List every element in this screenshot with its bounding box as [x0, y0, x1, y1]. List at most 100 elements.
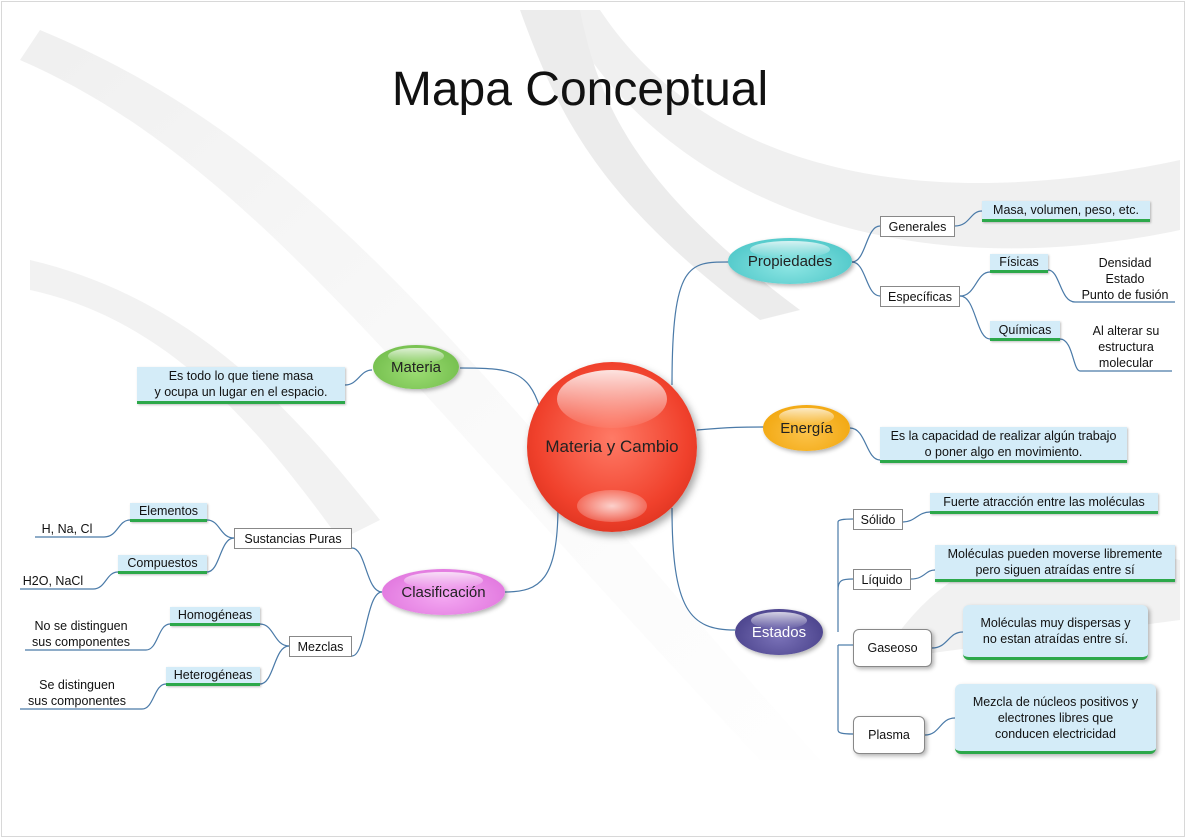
link-center-estados: [671, 507, 736, 631]
link-center-materia: [459, 367, 541, 409]
homogeneas-description-line: No se distinguen: [34, 618, 128, 633]
link-mezclas-homogeneas: [259, 623, 290, 647]
link-quimicas-items: [1059, 338, 1172, 372]
heterogeneas-description-line: sus componentes: [28, 693, 126, 708]
materia-definition-line: Es todo lo que tiene masa: [168, 369, 314, 383]
node-elementos[interactable]: Elementos: [130, 503, 207, 522]
gaseoso-description-line: no estan atraídas entre sí.: [982, 632, 1129, 646]
link-especificas-branch: [959, 271, 991, 297]
node-heterogeneas-label: Heterogéneas: [173, 668, 253, 682]
plasma-description-line: conducen electricidad: [995, 726, 1116, 741]
node-mezclas-label: Mezclas: [297, 639, 344, 654]
materia-definition-line: y ocupa un lugar en el espacio.: [154, 385, 328, 399]
link-center-energia: [696, 426, 766, 431]
plasma-description-line: electrones libres que: [997, 710, 1114, 725]
solido-description-text: Fuerte atracción entre las moléculas: [943, 495, 1145, 509]
node-quimicas-label: Químicas: [998, 322, 1052, 337]
page-title: Mapa Conceptual: [391, 63, 769, 116]
link-clas-sustancias: [351, 547, 383, 593]
link-homogeneas-desc: [25, 623, 171, 651]
elementos-examples: H, Na, Cl: [35, 520, 99, 537]
link-center-clasificacion: [504, 504, 559, 593]
link-heterogeneas-desc: [20, 683, 167, 710]
solido-description[interactable]: Fuerte atracción entre las moléculas: [930, 493, 1158, 514]
heterogeneas-description-line: Se distinguen: [39, 677, 115, 692]
central-topic-label: Materia y Cambio: [545, 437, 679, 456]
node-heterogeneas[interactable]: Heterogéneas: [166, 667, 260, 686]
topic-estados[interactable]: Estados: [735, 609, 823, 655]
topic-clasificacion[interactable]: Clasificación: [382, 569, 505, 615]
liquido-description-line: Moléculas pueden moverse libremente: [947, 547, 1163, 561]
link-estados-liquido: [837, 578, 854, 591]
node-plasma-label: Plasma: [868, 728, 910, 742]
fisicas-item: Punto de fusión: [1081, 288, 1169, 302]
compuestos-examples: H2O, NaCl: [20, 572, 86, 589]
topic-clasificacion-label: Clasificación: [401, 583, 486, 601]
node-liquido-label: Líquido: [861, 572, 903, 587]
topic-propiedades[interactable]: Propiedades: [728, 238, 852, 284]
node-fisicas[interactable]: Físicas: [990, 254, 1048, 273]
node-sustancias-puras-label: Sustancias Puras: [244, 531, 342, 546]
node-solido-label: Sólido: [860, 512, 896, 527]
node-solido[interactable]: Sólido: [853, 509, 903, 530]
heterogeneas-description: Se distinguen sus componentes: [20, 676, 134, 709]
energia-definition[interactable]: Es la capacidad de realizar algún trabaj…: [880, 427, 1127, 463]
node-compuestos[interactable]: Compuestos: [118, 555, 207, 574]
quimicas-items: Al alterar su estructura molecular: [1080, 323, 1172, 371]
compuestos-examples-text: H2O, NaCl: [22, 573, 84, 588]
node-homogeneas[interactable]: Homogéneas: [170, 607, 260, 626]
liquido-description-line: pero siguen atraídas entre sí: [975, 563, 1135, 577]
topic-energia[interactable]: Energía: [763, 405, 850, 451]
quimicas-item: molecular: [1098, 356, 1154, 370]
link-gaseoso-desc: [931, 631, 964, 649]
generales-example[interactable]: Masa, volumen, peso, etc.: [982, 201, 1150, 222]
link-fisicas-items: [1047, 269, 1175, 303]
link-prop-especificas: [851, 261, 881, 297]
center-gloss-reflection: [577, 490, 647, 522]
homogeneas-description: No se distinguen sus componentes: [25, 617, 137, 650]
link-estados-trunk: [837, 518, 854, 632]
node-mezclas[interactable]: Mezclas: [289, 636, 352, 657]
link-solido-desc: [902, 511, 931, 523]
link-plasma-desc: [924, 717, 956, 736]
link-mezclas-heterogeneas: [259, 645, 290, 685]
fisicas-items: Densidad Estado Punto de fusión: [1075, 255, 1175, 303]
liquido-description[interactable]: Moléculas pueden moverse libremente pero…: [935, 545, 1175, 582]
node-especificas-label: Específicas: [888, 289, 952, 304]
link-generales-example: [954, 210, 983, 227]
link-liquido-desc: [910, 569, 936, 580]
node-liquido[interactable]: Líquido: [853, 569, 911, 590]
link-prop-generales: [851, 225, 881, 263]
link-estados-plasma: [837, 645, 854, 735]
plasma-description[interactable]: Mezcla de núcleos positivos y electrones…: [955, 684, 1156, 754]
fisicas-item: Densidad: [1098, 256, 1152, 270]
topic-materia[interactable]: Materia: [373, 345, 459, 389]
link-compuestos-examples: [20, 571, 119, 590]
node-sustancias-puras[interactable]: Sustancias Puras: [234, 528, 352, 549]
node-generales[interactable]: Generales: [880, 216, 955, 237]
elementos-examples-text: H, Na, Cl: [41, 521, 93, 536]
materia-definition[interactable]: Es todo lo que tiene masa y ocupa un lug…: [137, 367, 345, 404]
gaseoso-description[interactable]: Moléculas muy dispersas y no estan atraí…: [963, 605, 1148, 660]
link-elementos-examples: [35, 519, 131, 538]
center-gloss-highlight: [557, 370, 667, 428]
link-clas-mezclas: [351, 591, 383, 657]
homogeneas-description-line: sus componentes: [32, 634, 130, 649]
link-sustancias-compuestos: [206, 537, 235, 573]
node-gaseoso[interactable]: Gaseoso: [853, 629, 932, 667]
node-quimicas[interactable]: Químicas: [990, 321, 1060, 341]
node-gaseoso-label: Gaseoso: [867, 641, 918, 655]
quimicas-item: estructura: [1098, 340, 1154, 354]
energia-definition-line: Es la capacidad de realizar algún trabaj…: [890, 428, 1117, 443]
generales-example-text: Masa, volumen, peso, etc.: [993, 203, 1139, 217]
central-topic[interactable]: Materia y Cambio: [527, 362, 697, 532]
node-plasma[interactable]: Plasma: [853, 716, 925, 754]
node-elementos-label: Elementos: [138, 504, 199, 518]
link-especificas-quimicas: [959, 295, 991, 340]
node-especificas[interactable]: Específicas: [880, 286, 960, 307]
fisicas-item: Estado: [1105, 272, 1145, 286]
quimicas-item: Al alterar su: [1092, 324, 1160, 338]
